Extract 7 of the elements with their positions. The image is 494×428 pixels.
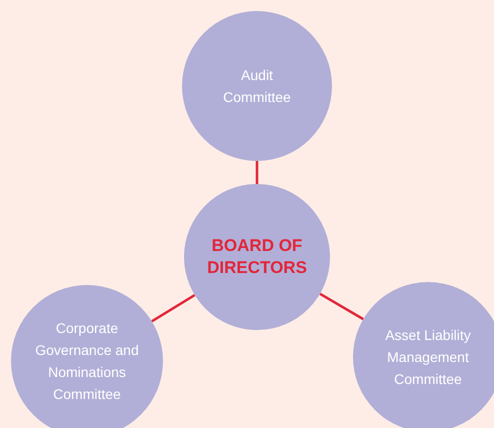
connector-line — [319, 292, 364, 320]
committee-label: Audit Committee — [222, 66, 292, 107]
committee-label: Corporate Governance and Nominations Committee — [34, 319, 140, 404]
connector-line — [151, 294, 196, 322]
board-title: BOARD OF DIRECTORS — [206, 235, 308, 279]
committee-label: Asset Liability Management Committee — [384, 326, 472, 389]
connector-line — [256, 161, 258, 184]
